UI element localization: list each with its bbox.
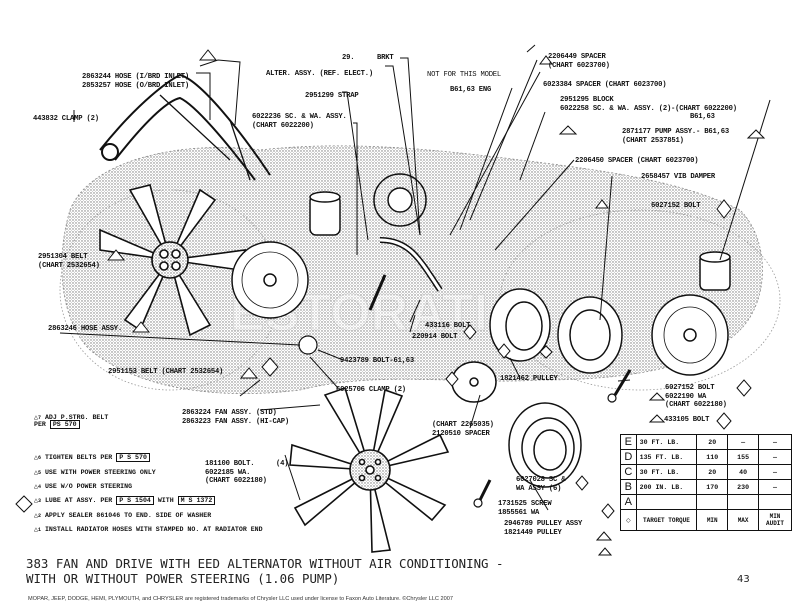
- label-belt-2951304: 2951304 BELT(CHART 2532654): [38, 253, 100, 270]
- label-screw-6027028: 6027028 SC &WA ASSY (6): [516, 476, 566, 493]
- label-spacer-2206449: 2206449 SPACER(CHART 6023700): [548, 53, 610, 70]
- water-pump-pulley: [451, 288, 623, 488]
- note-7: △7 ADJ P.STRG. BELT PER PS 570: [34, 414, 109, 429]
- triangle-icon: △: [34, 454, 38, 461]
- label-bracket: BRKT: [377, 54, 394, 62]
- triangle-icon: △: [34, 469, 38, 476]
- power-steering-pump-left: [231, 191, 341, 319]
- page-number: 43: [737, 574, 750, 585]
- power-steering-pump-right: [651, 251, 731, 376]
- label-screw-washer-assy: 6022236 SC. & WA. ASSY.(CHART 6022200): [252, 113, 347, 130]
- triangle-icon: △: [34, 414, 38, 421]
- callout-symbols: [15, 49, 766, 556]
- torque-table: E 30 FT. LB. 20 — — D 135 FT. LB. 110 15…: [620, 434, 792, 531]
- diamond-icon: ◇: [620, 509, 637, 531]
- label-belt-2951153: 2951153 BELT (CHART 2532654): [108, 368, 224, 376]
- label-spacer-6023384: 6023384 SPACER (CHART 6023700): [543, 81, 667, 89]
- label-29: 29.: [342, 54, 355, 62]
- alternator: [373, 173, 443, 292]
- label-quantity-4: (4): [276, 460, 289, 468]
- label-spacer-2206450: 2206450 SPACER (CHART 6023700): [575, 157, 699, 165]
- note-3: △3 LUBE AT ASSY. PER P S 1504 WITH M S 1…: [34, 496, 216, 505]
- torque-row-c: C 30 FT. LB. 20 40 —: [620, 464, 792, 480]
- torque-row-d: D 135 FT. LB. 110 155 —: [620, 449, 792, 465]
- label-bolt-9423789: 9423789 BOLT-61,63: [340, 357, 415, 365]
- legal-notice: MOPAR, JEEP, DODGE, HEMI, PLYMOUTH, and …: [28, 596, 453, 602]
- torque-row-b: B 200 IN. LB. 170 230 —: [620, 479, 792, 495]
- bolts: [298, 274, 632, 508]
- label-strap: 2951299 STRAP: [305, 92, 359, 100]
- label-pulley-1821462: 1821462 PULLEY: [500, 375, 558, 383]
- label-bolt-181100: 181100 BOLT.6022185 WA.(CHART 6022180): [205, 460, 267, 485]
- label-clamp-6025706: 6025706 CLAMP (2): [336, 386, 406, 394]
- label-radiator-hoses: 2863244 HOSE (I/BRD INLET)2853257 HOSE (…: [82, 73, 189, 90]
- label-hose-assy: 2863246 HOSE ASSY.: [48, 325, 123, 333]
- note-2: △2 APPLY SEALER 861046 TO END. SIDE OF W…: [34, 512, 212, 519]
- fan-lower: [289, 386, 450, 553]
- triangle-icon: △: [34, 483, 38, 490]
- label-clamp: 443832 CLAMP (2): [33, 115, 99, 123]
- note-6: △6 TIGHTEN BELTS PER P S 570: [34, 453, 150, 462]
- label-bolt-433116: 433116 BOLT: [425, 322, 471, 330]
- note-4: △4 USE W/O POWER STEERING: [34, 483, 133, 490]
- torque-row-a: A: [620, 494, 792, 510]
- triangle-icon: △: [34, 497, 38, 504]
- label-engine: B61,63 ENG: [450, 86, 492, 94]
- triangle-icon: △: [34, 526, 38, 533]
- note-5: △5 USE WITH POWER STEERING ONLY: [34, 469, 156, 476]
- radiator-hoses: [99, 73, 271, 181]
- torque-header-row: ◇ TARGET TORQUE MIN MAX MIN AUDIT: [620, 509, 792, 531]
- leader-lines: [59, 44, 771, 511]
- torque-row-e: E 30 FT. LB. 20 — —: [620, 434, 792, 450]
- label-bolt-6027152: 6027152 BOLT: [651, 202, 701, 210]
- label-pump-assy: 2871177 PUMP ASSY.- B61,63(CHART 2537851…: [622, 128, 729, 145]
- label-vib-damper: 2658457 VIB DAMPER: [641, 173, 716, 181]
- label-fan-assy: 2863224 FAN ASSY. (STD)2863223 FAN ASSY.…: [182, 409, 289, 426]
- label-not-for-this-model: NOT FOR THIS MODEL: [427, 71, 502, 79]
- note-1: △1 INSTALL RADIATOR HOSES WITH STAMPED N…: [34, 526, 263, 533]
- diagram-caption: 383 FAN AND DRIVE WITH EED ALTERNATOR WI…: [26, 556, 504, 586]
- label-alternator-assy: ALTER. ASSY. (REF. ELECT.): [266, 70, 373, 78]
- label-spacer-2120510: (CHART 2265035)2120510 SPACER: [432, 421, 494, 438]
- label-bolt-433105: 433105 BOLT: [664, 416, 710, 424]
- label-bolt-220914: 220914 BOLT: [412, 333, 458, 341]
- triangle-icon: △: [34, 512, 38, 519]
